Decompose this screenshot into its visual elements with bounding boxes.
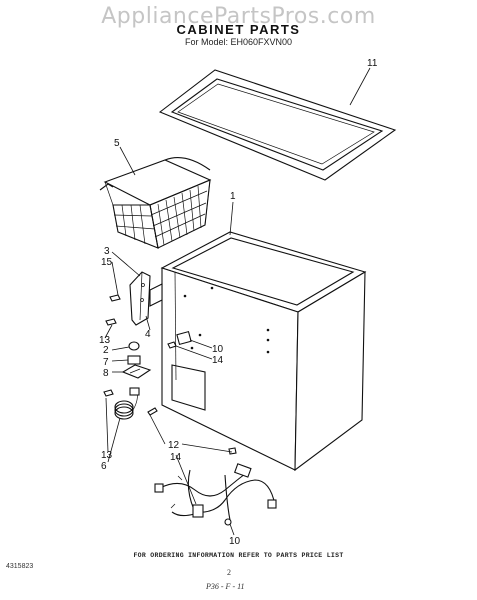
callout-10-lower: 10: [229, 536, 241, 547]
callout-6: 6: [101, 461, 107, 472]
callout-3: 3: [104, 246, 110, 257]
handwritten-signature: P36 - F - 11: [206, 582, 245, 591]
callout-1: 1: [230, 191, 236, 202]
callout-labels: 11 1 5 3 15 13 4 2 7 8 10 14 13 6 12 14 …: [99, 58, 378, 547]
callout-4: 4: [145, 329, 151, 340]
callout-13-lower: 13: [101, 450, 113, 461]
part-hinge-screws[interactable]: [105, 294, 121, 326]
part-wiring-harness[interactable]: [154, 463, 277, 526]
callout-14-upper: 14: [212, 355, 224, 366]
page-number: 2: [227, 568, 231, 577]
callout-15: 15: [101, 257, 113, 268]
part-light-switch[interactable]: [167, 330, 194, 350]
callout-7: 7: [103, 357, 109, 368]
callout-10-upper: 10: [212, 344, 224, 355]
ordering-note: FOR ORDERING INFORMATION REFER TO PARTS …: [133, 552, 344, 559]
part-lower-screws[interactable]: [147, 407, 237, 455]
document-code: 4315823: [6, 563, 34, 570]
part-cabinet[interactable]: [160, 231, 367, 472]
callout-8: 8: [103, 368, 109, 379]
callout-14-lower: 14: [170, 452, 182, 463]
callout-12: 12: [168, 440, 180, 451]
part-hinge-bracket[interactable]: [129, 271, 163, 326]
model-subtitle: For Model: EH060FXVN00: [184, 37, 293, 47]
part-lid-gasket[interactable]: [158, 69, 397, 181]
part-wire-basket[interactable]: [99, 157, 212, 249]
leader-lines: [104, 67, 371, 536]
callout-2: 2: [103, 345, 109, 356]
callout-5: 5: [114, 138, 120, 149]
diagram-title: CABINET PARTS: [176, 22, 301, 37]
callout-13-upper: 13: [99, 335, 111, 346]
part-capillary-coil[interactable]: [103, 387, 140, 420]
callout-11: 11: [367, 58, 378, 69]
